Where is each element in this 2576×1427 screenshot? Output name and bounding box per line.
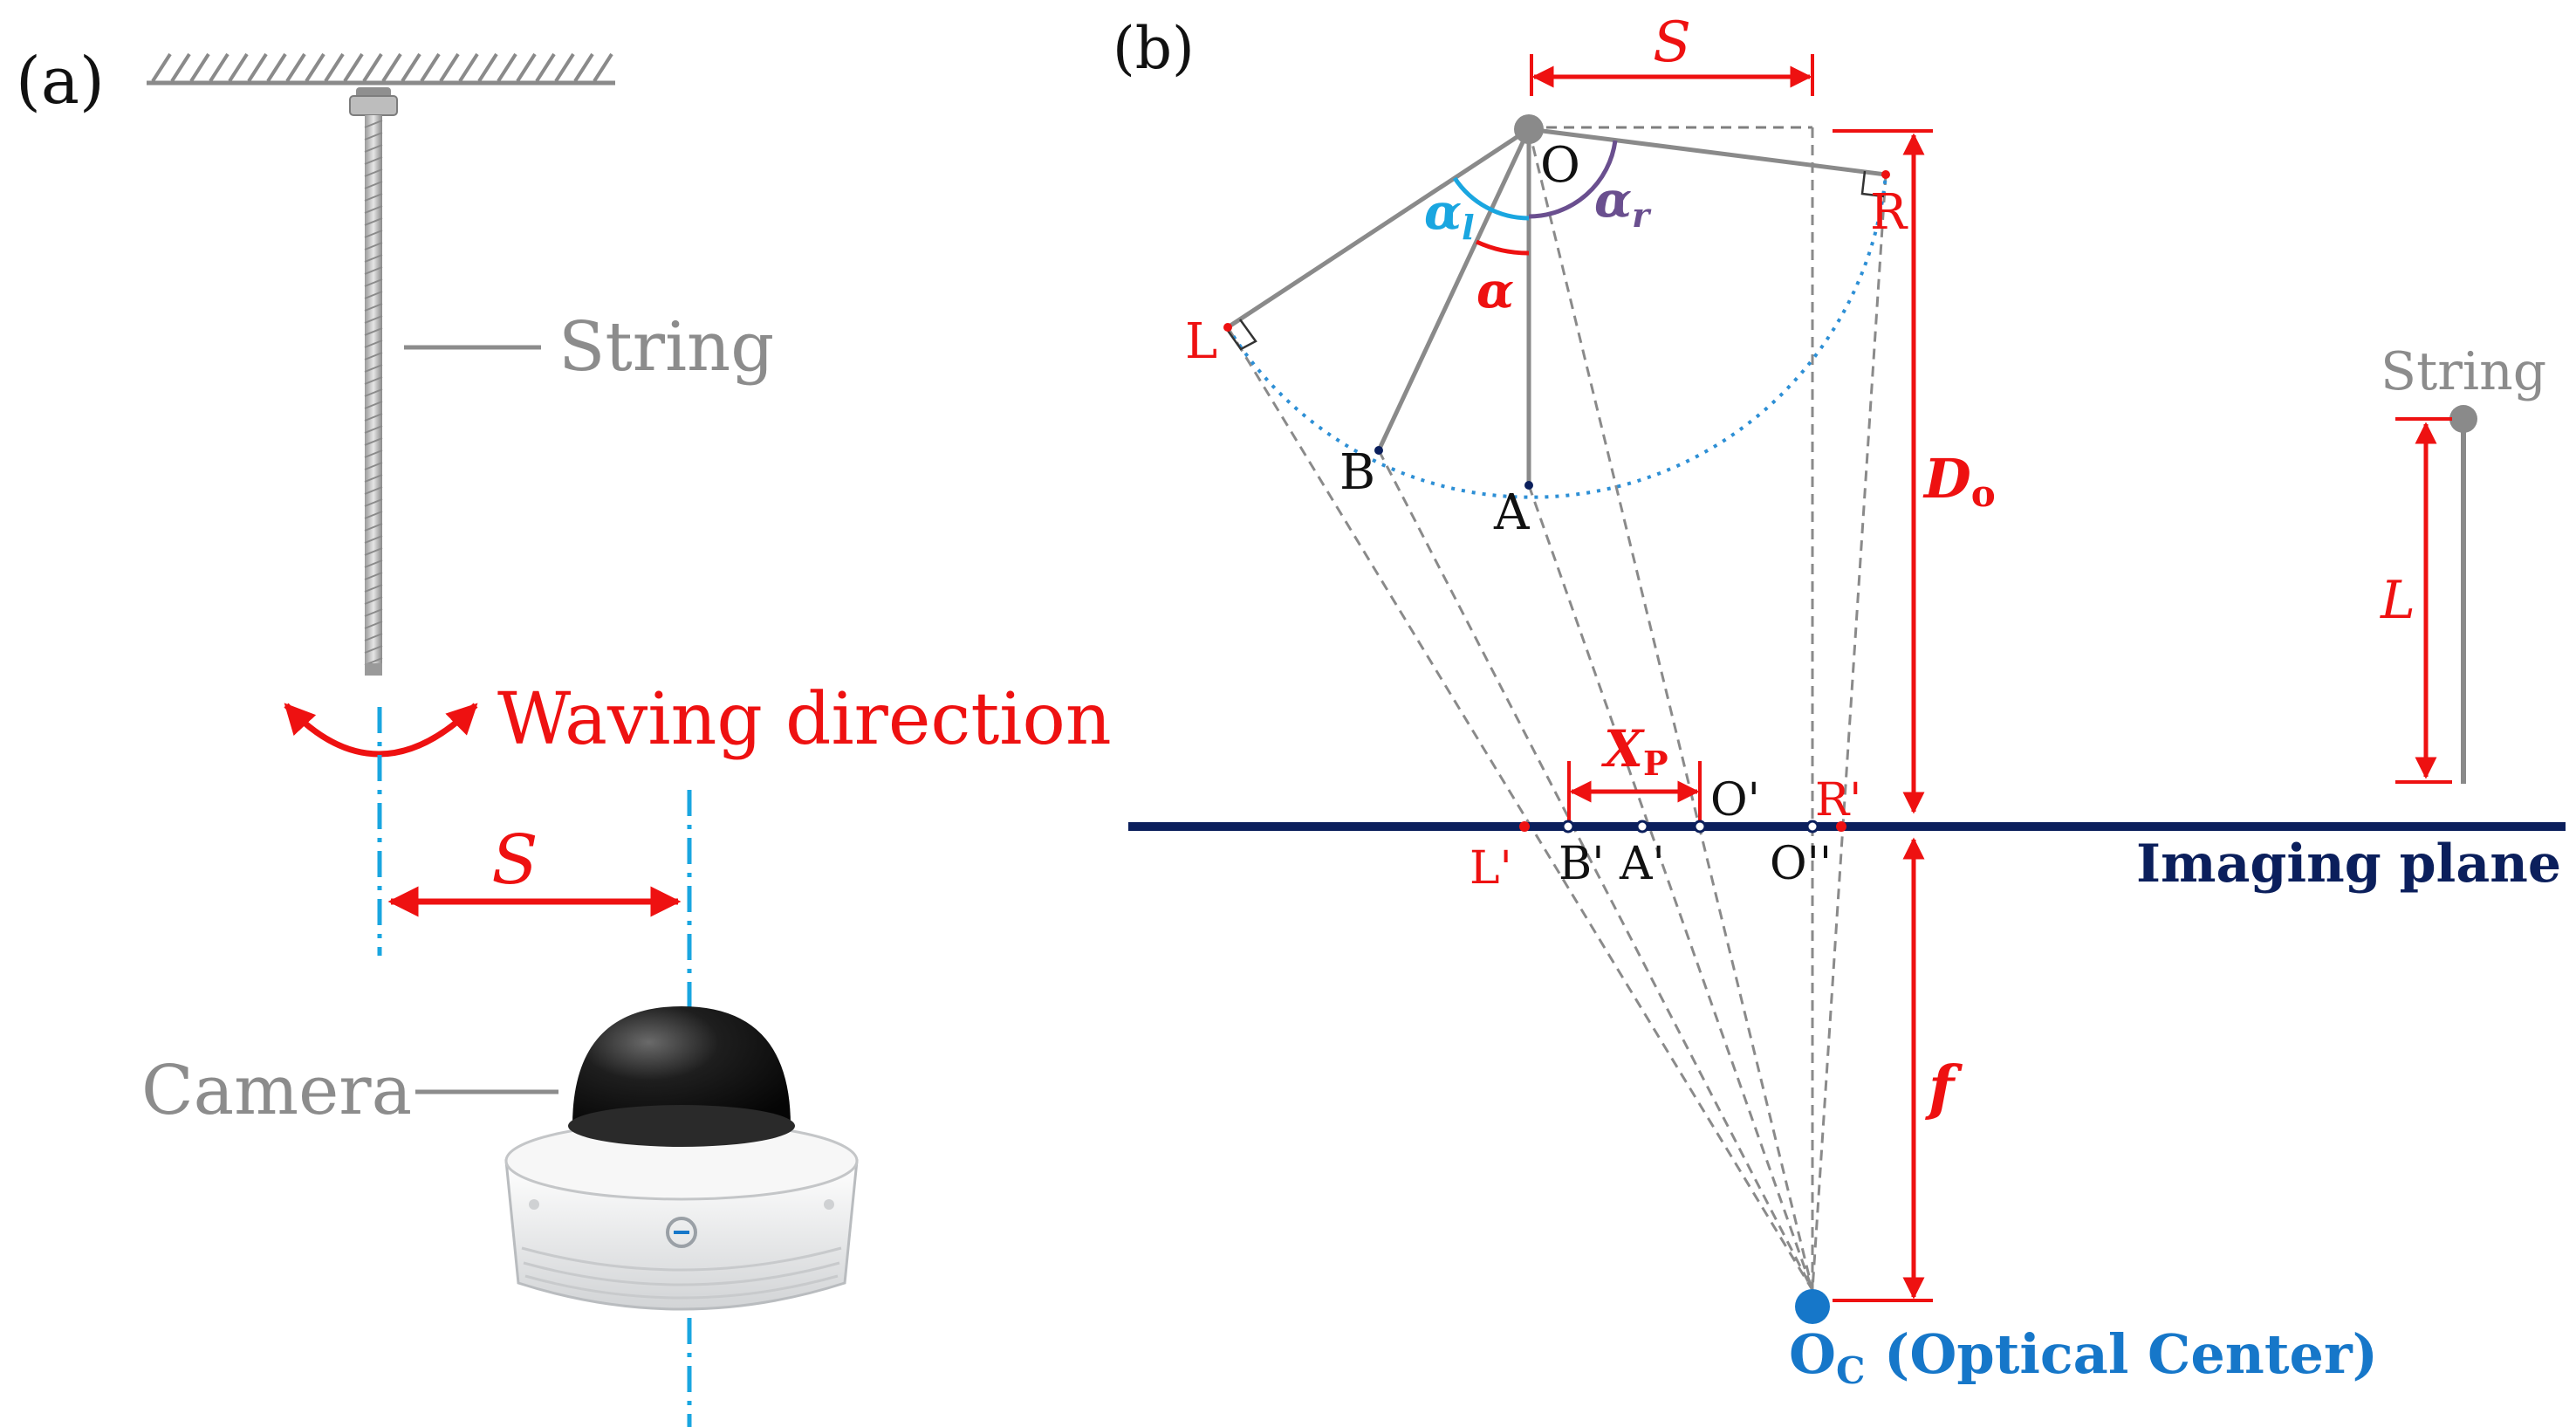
- projection-line-o: [1527, 128, 1814, 1291]
- point-b-dot: [1374, 446, 1383, 455]
- s-label-a: S: [491, 821, 538, 900]
- point-r-dot: [1881, 170, 1890, 179]
- o-dprime-dot: [1805, 820, 1819, 834]
- imaging-plane-label: Imaging plane: [2136, 834, 2561, 895]
- line-o-r: [1528, 127, 1887, 177]
- o-prime-dot: [1693, 820, 1707, 834]
- r-prime-dot: [1836, 821, 1846, 832]
- projection-line-b: [1377, 449, 1814, 1291]
- panel-b: (b) S: [1113, 10, 2566, 1392]
- line-o-b: [1376, 127, 1531, 452]
- string-schematic-pivot: [2449, 405, 2477, 433]
- camera-illustration: [504, 1006, 859, 1311]
- o-prime-label: O': [1710, 774, 1760, 827]
- panel-b-label: (b): [1113, 15, 1195, 82]
- a-prime-dot: [1635, 820, 1649, 834]
- r-prime-label: R': [1815, 774, 1861, 827]
- pivot-o-dot: [1514, 114, 1544, 144]
- string-label: String: [558, 308, 774, 387]
- camera-label: Camera: [141, 1052, 412, 1130]
- alpha-l-label: αl: [1424, 183, 1475, 247]
- optical-center-label: OC (Optical Center): [1789, 1322, 2378, 1392]
- alpha-arc: [1475, 239, 1530, 256]
- f-label: f: [1925, 1053, 1963, 1123]
- waving-arrow: [284, 703, 478, 758]
- projection-lines: [1226, 127, 1887, 1291]
- right-angle-marker-r: [1860, 170, 1885, 198]
- b-prime-label: B': [1559, 838, 1605, 890]
- point-l-dot: [1223, 323, 1232, 332]
- point-a-dot: [1524, 481, 1533, 490]
- waving-direction-label: Waving direction: [497, 678, 1112, 761]
- line-o-l: [1226, 127, 1531, 330]
- point-b-label: B: [1339, 444, 1375, 501]
- string-rod: [349, 87, 398, 676]
- right-angle-marker-l: [1224, 319, 1257, 351]
- string-label-b: String: [2381, 341, 2546, 402]
- s-label-b: S: [1653, 10, 1691, 75]
- ceiling-hatch: [147, 52, 615, 86]
- alpha-r-arc: [1528, 140, 1618, 219]
- alpha-l-arc: [1452, 176, 1530, 221]
- panel-a: (a) String Waving direction S Camera: [16, 44, 1112, 1427]
- optical-center-dot: [1795, 1289, 1830, 1324]
- point-o-label: O: [1540, 137, 1580, 194]
- projection-line-r: [1811, 174, 1887, 1291]
- alpha-label: α: [1476, 262, 1514, 319]
- l-prime-dot: [1519, 821, 1530, 832]
- l-length-label: L: [2380, 570, 2415, 631]
- xp-label: XP: [1600, 719, 1668, 783]
- projection-line-a: [1527, 484, 1814, 1291]
- point-a-label: A: [1493, 484, 1530, 541]
- o-dprime-label: O'': [1770, 838, 1832, 890]
- do-label: Do: [1922, 447, 1996, 515]
- pendulum-arc: [1226, 174, 1887, 499]
- a-prime-label: A': [1619, 838, 1665, 890]
- alpha-r-label: αr: [1594, 171, 1652, 235]
- point-r-label: R: [1870, 184, 1908, 241]
- point-l-label: L: [1185, 313, 1217, 370]
- panel-a-label: (a): [16, 44, 105, 119]
- pendulum-lines: [1226, 127, 1887, 485]
- l-prime-label: L': [1470, 842, 1512, 895]
- b-prime-dot: [1561, 820, 1575, 834]
- projection-line-l: [1226, 326, 1814, 1291]
